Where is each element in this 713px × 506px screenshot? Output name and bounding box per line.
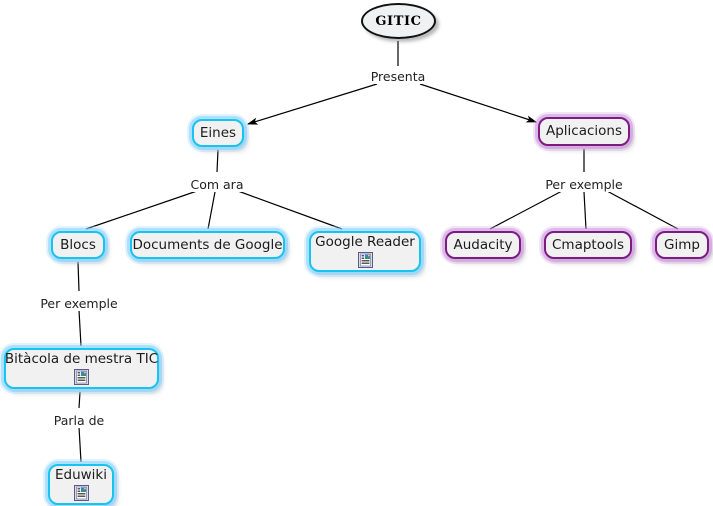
resource-document-icon[interactable] [357, 251, 373, 268]
edge-blocs-perexemple [77, 261, 80, 292]
resource-document-icon[interactable] [73, 484, 89, 501]
edge-perexemple-cmaptools [583, 191, 587, 230]
concept-label-gimp: Gimp [664, 236, 700, 253]
edge-comara-documents [207, 191, 216, 230]
concept-node-google-reader[interactable]: Google Reader [309, 231, 421, 272]
edge-perexemple-gimp [606, 190, 679, 230]
link-label-per-exemple-aplicacions[interactable]: Per exemple [543, 177, 625, 192]
concept-label-google-reader: Google Reader [315, 234, 415, 251]
edge-comara-blocs [85, 190, 198, 230]
concept-label-documents-de-google: Documents de Google [132, 236, 283, 253]
edge-perexemple-audacity [489, 190, 563, 230]
concept-node-aplicacions[interactable]: Aplicacions [538, 117, 630, 146]
concept-node-eines[interactable]: Eines [192, 119, 244, 147]
edge-presenta-aplicacions [419, 83, 538, 123]
concept-node-documents-de-google[interactable]: Documents de Google [130, 231, 285, 259]
link-label-parla-de[interactable]: Parla de [51, 413, 107, 428]
concept-node-bitacola-de-mestra-tic[interactable]: Bitàcola de mestra TIC [4, 348, 159, 389]
edge-comara-reader [237, 190, 343, 230]
resource-document-icon[interactable] [74, 368, 89, 385]
link-label-per-exemple-blocs[interactable]: Per exemple [38, 296, 120, 311]
concept-node-blocs[interactable]: Blocs [51, 231, 105, 259]
concept-label-aplicacions: Aplicacions [545, 123, 623, 140]
edge-parlade-eduwiki [78, 426, 82, 463]
concept-label-audacity: Audacity [453, 236, 513, 253]
concept-label-bitacola-de-mestra-tic: Bitàcola de mestra TIC [4, 351, 159, 368]
concept-node-gimp[interactable]: Gimp [655, 231, 709, 259]
concept-label-eines: Eines [199, 124, 237, 141]
concept-label-gitic: GITIC [375, 13, 422, 29]
concept-node-cmaptools[interactable]: Cmaptools [544, 231, 632, 259]
concept-label-blocs: Blocs [60, 236, 96, 253]
concept-node-eduwiki[interactable]: Eduwiki [48, 464, 114, 505]
concept-node-gitic[interactable]: GITIC [361, 3, 436, 39]
link-label-presenta[interactable]: Presenta [368, 69, 428, 84]
edge-presenta-eines [246, 83, 378, 125]
edge-perexemple-bitacola [78, 309, 82, 347]
concept-node-audacity[interactable]: Audacity [445, 231, 521, 259]
concept-label-eduwiki: Eduwiki [54, 467, 108, 484]
edge-eines-comara [216, 149, 219, 173]
concept-label-cmaptools: Cmaptools [552, 236, 625, 253]
edge-bitacola-parlade [78, 391, 81, 409]
link-label-com-ara[interactable]: Com ara [188, 177, 246, 192]
